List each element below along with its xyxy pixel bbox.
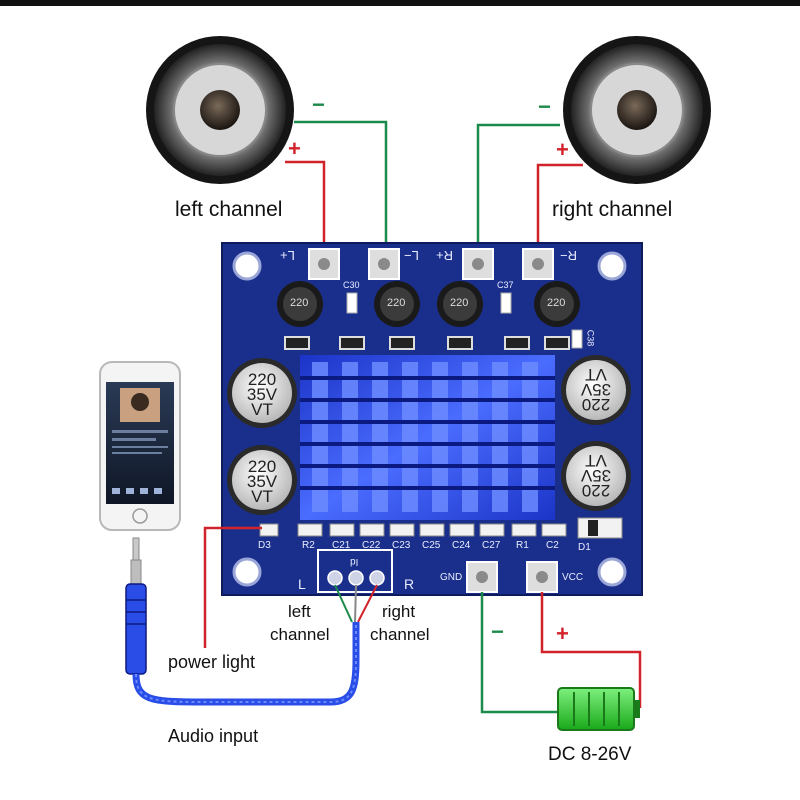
gnd-minus-sign: − xyxy=(491,619,504,644)
label-r2: R2 xyxy=(302,540,315,551)
left-channel-label: left channel xyxy=(175,198,283,221)
label-d3: D3 xyxy=(258,540,271,551)
power-light-label: power light xyxy=(168,652,256,672)
right-minus-sign: − xyxy=(538,94,551,119)
battery-icon xyxy=(557,687,640,731)
label-lr-left: L xyxy=(298,576,306,592)
right-channel-label: right channel xyxy=(552,198,673,221)
heatsink xyxy=(300,355,555,520)
audio-jack-icon xyxy=(125,537,147,675)
label-d1: D1 xyxy=(578,542,591,553)
terminal-label-l-minus: L− xyxy=(404,248,419,263)
right-speaker xyxy=(563,36,711,184)
phone-icon xyxy=(99,361,181,531)
wire-left-minus xyxy=(294,120,388,257)
label-r1: R1 xyxy=(516,540,529,551)
label-gnd: GND xyxy=(440,572,463,583)
wire-input-right xyxy=(357,584,378,623)
label-c22: C22 xyxy=(362,540,381,551)
connector-label: Id xyxy=(350,556,359,567)
cap-label-c37: C37 xyxy=(497,280,514,290)
label-c23: C23 xyxy=(392,540,411,551)
wire-right-minus xyxy=(476,123,560,257)
wire-input-left xyxy=(334,584,353,623)
cap-label-c38: C38 xyxy=(585,329,596,347)
label-c21: C21 xyxy=(332,540,351,551)
input-left-label-1: left xyxy=(288,602,311,621)
inductors xyxy=(277,281,580,327)
left-plus-sign: + xyxy=(288,136,301,161)
right-plus-sign: + xyxy=(556,137,569,162)
input-right-label-1: right xyxy=(382,602,416,621)
label-c24: C24 xyxy=(452,540,471,551)
wire-gnd xyxy=(480,592,560,714)
terminal-label-l-plus: L+ xyxy=(280,248,295,263)
inductor-label-1: 220 xyxy=(290,297,309,309)
label-lr-right: R xyxy=(404,576,415,592)
left-speaker xyxy=(146,36,294,184)
amplifier-board xyxy=(221,242,643,596)
wire-input-mid xyxy=(354,584,357,623)
wire-vcc xyxy=(540,592,642,708)
label-vcc: VCC xyxy=(562,572,584,583)
input-left-label-2: channel xyxy=(270,625,330,644)
wire-power-light xyxy=(203,526,262,648)
top-border xyxy=(0,0,800,6)
wire-left-plus xyxy=(285,160,326,257)
terminal-label-r-plus: R+ xyxy=(436,248,453,263)
input-right-label-2: channel xyxy=(370,625,430,644)
audio-input-label: Audio input xyxy=(168,726,259,746)
wire-right-plus xyxy=(536,163,583,257)
terminal-label-r-minus: R− xyxy=(560,248,577,263)
cap-label-c30: C30 xyxy=(343,280,360,290)
inductor-label-4: 220 xyxy=(547,297,566,309)
big-capacitors xyxy=(227,355,631,515)
vcc-plus-sign: + xyxy=(556,621,569,646)
label-c2: C2 xyxy=(546,540,559,551)
inductor-label-3: 220 xyxy=(450,297,469,309)
label-c27: C27 xyxy=(482,540,501,551)
dc-voltage-label: DC 8-26V xyxy=(548,744,632,765)
inductor-label-2: 220 xyxy=(387,297,406,309)
left-minus-sign: − xyxy=(312,92,325,117)
label-c25: C25 xyxy=(422,540,441,551)
